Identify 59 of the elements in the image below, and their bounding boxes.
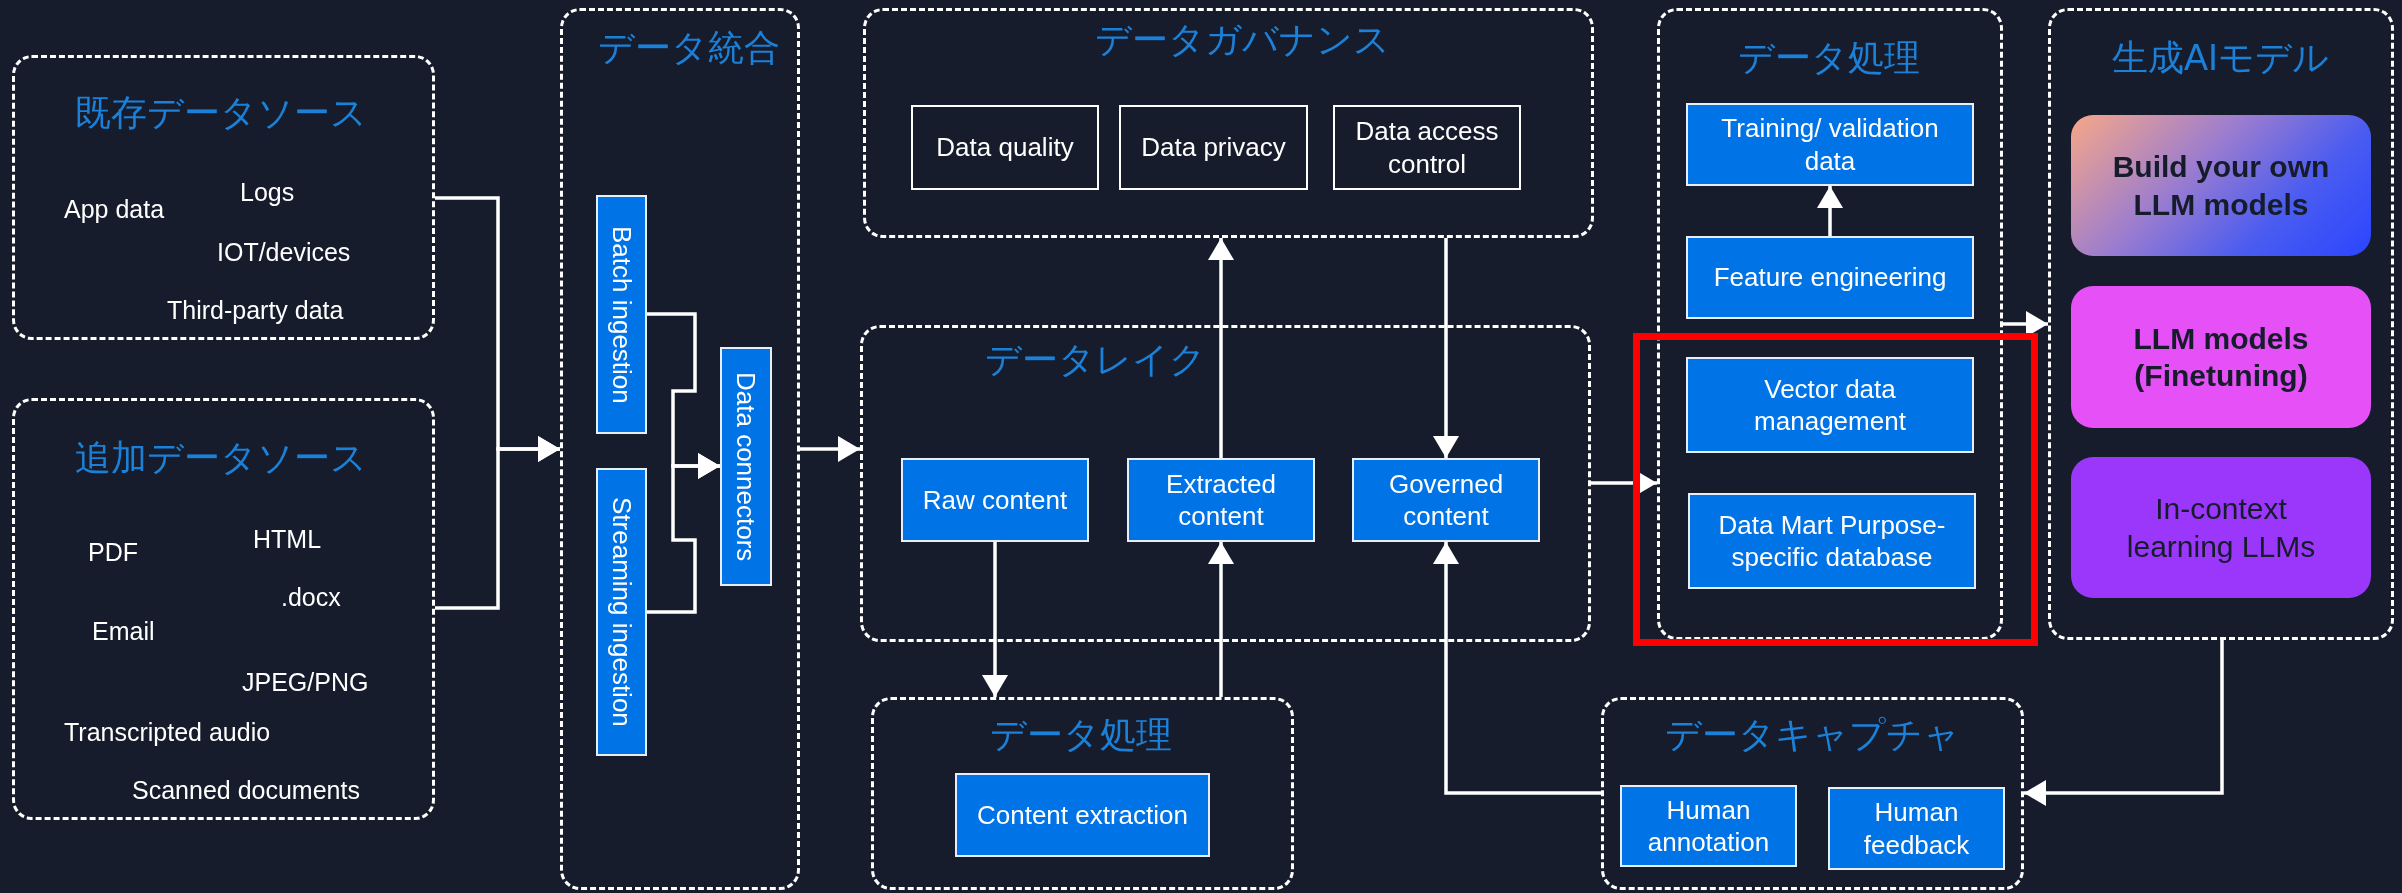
process-box: Governed content xyxy=(1352,458,1540,542)
source-label: JPEG/PNG xyxy=(242,670,369,695)
governance-box: Data privacy xyxy=(1119,105,1308,190)
dashed-group-box xyxy=(860,325,1591,642)
group-heading: データ処理 xyxy=(1738,40,1920,76)
process-box: Raw content xyxy=(901,458,1089,542)
arrow xyxy=(647,453,720,614)
process-box: Data Mart Purpose-specific database xyxy=(1688,493,1976,589)
arrow xyxy=(1591,470,1657,496)
group-heading: データ統合 xyxy=(598,30,780,66)
process-box: Data connectors xyxy=(720,347,772,586)
source-label: .docx xyxy=(281,585,341,610)
group-heading: データガバナンス xyxy=(1095,22,1390,58)
arrow xyxy=(800,436,860,462)
arrow xyxy=(1433,238,1459,458)
source-label: Third-party data xyxy=(167,298,344,323)
process-box: Streaming ingestion xyxy=(596,468,647,756)
arrow xyxy=(1208,238,1234,458)
dashed-group-box xyxy=(560,8,800,890)
dashed-group-box xyxy=(1657,8,2003,640)
model-card: Build your own LLM models xyxy=(2071,115,2371,256)
group-heading: データキャプチャ xyxy=(1665,717,1960,753)
group-heading: 生成AIモデル xyxy=(2112,40,2329,76)
group-heading: データレイク xyxy=(985,342,1206,378)
process-box: Human feedback xyxy=(1828,787,2005,870)
dashed-group-box xyxy=(1601,697,2024,890)
arrow xyxy=(1208,542,1234,697)
process-box: Content extraction xyxy=(955,773,1210,857)
source-label: PDF xyxy=(88,540,138,565)
process-box: Batch ingestion xyxy=(596,195,647,434)
source-label: App data xyxy=(64,197,165,222)
group-heading: 既存データソース xyxy=(75,95,367,131)
arrow xyxy=(435,436,560,610)
process-box: Vector data management xyxy=(1686,357,1974,453)
dashed-group-box xyxy=(12,55,435,340)
process-box: Human annotation xyxy=(1620,785,1797,867)
source-label: HTML xyxy=(253,527,322,552)
source-label: Transcripted audio xyxy=(64,720,271,745)
source-label: IOT/devices xyxy=(217,240,351,265)
governance-box: Data quality xyxy=(911,105,1099,190)
arrow xyxy=(1817,186,1843,236)
dashed-group-box xyxy=(871,697,1294,890)
source-label: Scanned documents xyxy=(132,778,360,803)
group-heading: データ処理 xyxy=(990,717,1172,753)
dashed-group-box xyxy=(2048,8,2394,640)
arrow xyxy=(1433,542,1601,795)
governance-box: Data access control xyxy=(1333,105,1521,190)
group-heading: 追加データソース xyxy=(75,440,367,476)
process-box: Extracted content xyxy=(1127,458,1315,542)
arrow xyxy=(2024,640,2224,806)
arrow xyxy=(982,542,1008,697)
dashed-group-box xyxy=(863,8,1594,238)
process-box: Feature engineering xyxy=(1686,236,1974,319)
dashed-group-box xyxy=(12,398,435,820)
process-box: Training/ validation data xyxy=(1686,103,1974,186)
model-card: In-context learning LLMs xyxy=(2071,457,2371,598)
source-label: Logs xyxy=(240,180,295,205)
model-card: LLM models (Finetuning) xyxy=(2071,286,2371,428)
source-label: Email xyxy=(92,619,155,644)
